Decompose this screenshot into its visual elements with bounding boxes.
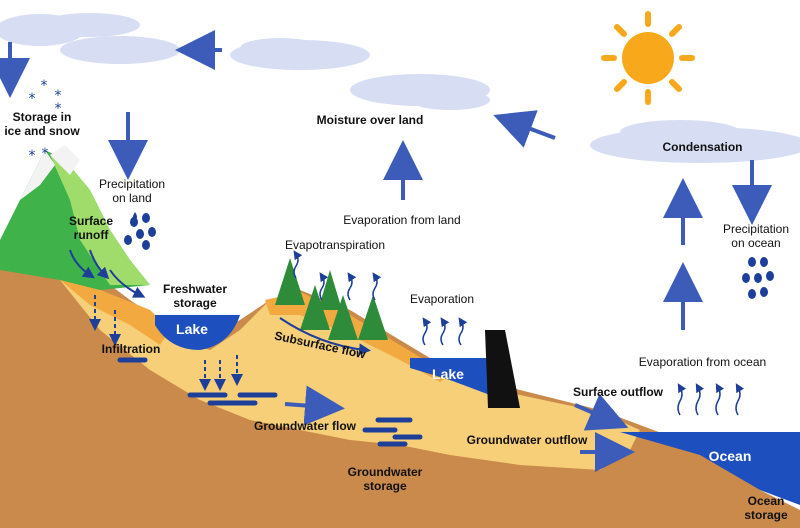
raindrop-icons-ocean — [742, 257, 774, 299]
label-groundwater-storage: Groundwater storage — [347, 465, 423, 493]
flow-arrows — [0, 30, 772, 472]
lake-right-water — [410, 358, 490, 395]
raindrop-icons-land — [124, 212, 156, 250]
svg-text:*: * — [29, 91, 36, 107]
svg-text:*: * — [42, 146, 49, 162]
svg-text:*: * — [55, 88, 62, 104]
label-condensation: Condensation — [662, 140, 743, 154]
groundwater-pockets — [117, 357, 423, 447]
label-evapotranspiration: Evapotranspiration — [284, 238, 386, 252]
label-groundwater-flow: Groundwater flow — [254, 419, 356, 433]
label-evaporation: Evaporation — [409, 292, 475, 306]
svg-text:*: * — [41, 78, 48, 94]
label-ocean: Ocean — [708, 448, 752, 464]
label-storage-ice-snow: Storage in ice and snow — [4, 110, 80, 138]
label-precipitation-on-land: Precipitation on land — [98, 177, 166, 205]
arrow-moisture — [493, 110, 556, 148]
label-evaporation-from-ocean: Evaporation from ocean — [638, 355, 767, 369]
label-moisture-over-land: Moisture over land — [316, 113, 424, 127]
label-infiltration: Infiltration — [101, 342, 161, 356]
svg-text:*: * — [29, 148, 36, 164]
label-surface-runoff: Surface runoff — [68, 214, 114, 242]
ocean-water — [620, 432, 800, 505]
arrow-surface-outflow — [574, 393, 629, 431]
label-ocean-storage: Ocean storage — [744, 494, 788, 522]
cloud-moisture — [350, 74, 490, 110]
trees — [275, 258, 388, 340]
evaporation-squiggles — [293, 250, 745, 416]
label-freshwater-storage: Freshwater storage — [162, 282, 228, 310]
snowflake-icons: * * * * * * — [29, 78, 62, 164]
lake-left-water — [155, 315, 240, 350]
label-lake-left: Lake — [176, 321, 208, 337]
dam — [485, 330, 520, 408]
small-arrows — [69, 249, 371, 391]
cloud-top-left — [0, 13, 180, 64]
soil-light-layer — [60, 280, 640, 470]
label-precipitation-on-ocean: Precipitation on ocean — [722, 222, 790, 250]
svg-text:*: * — [55, 101, 62, 117]
cloud-top-center — [230, 38, 370, 70]
mountain — [0, 145, 150, 290]
label-groundwater-outflow: Groundwater outflow — [466, 433, 588, 447]
arrow-groundwater-flow — [284, 385, 345, 426]
cloud-condensation — [590, 120, 800, 163]
sun-icon — [601, 11, 695, 105]
label-lake-right: Lake — [432, 366, 464, 382]
label-evaporation-from-land: Evaporation from land — [343, 213, 461, 227]
label-surface-outflow: Surface outflow — [572, 385, 663, 399]
